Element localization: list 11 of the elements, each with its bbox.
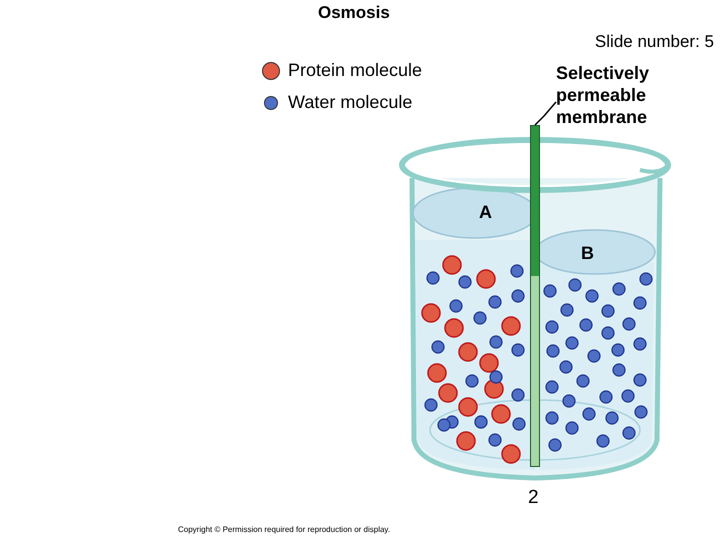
region-label: A [479,201,492,224]
slide-number: Slide number: 5 [594,31,714,53]
region-label: B [581,242,594,265]
slide-page-number: 2 [528,486,539,510]
membrane-bar [530,125,540,467]
membrane-label: Selectively permeable membrane [556,62,706,128]
title: Osmosis [318,2,390,24]
copyright-note: Copyright © Permission required for reproduction or display. [178,524,390,536]
legend-label: Protein molecule [288,59,422,82]
legend-label: Water molecule [288,91,412,114]
leader-line [534,102,557,126]
